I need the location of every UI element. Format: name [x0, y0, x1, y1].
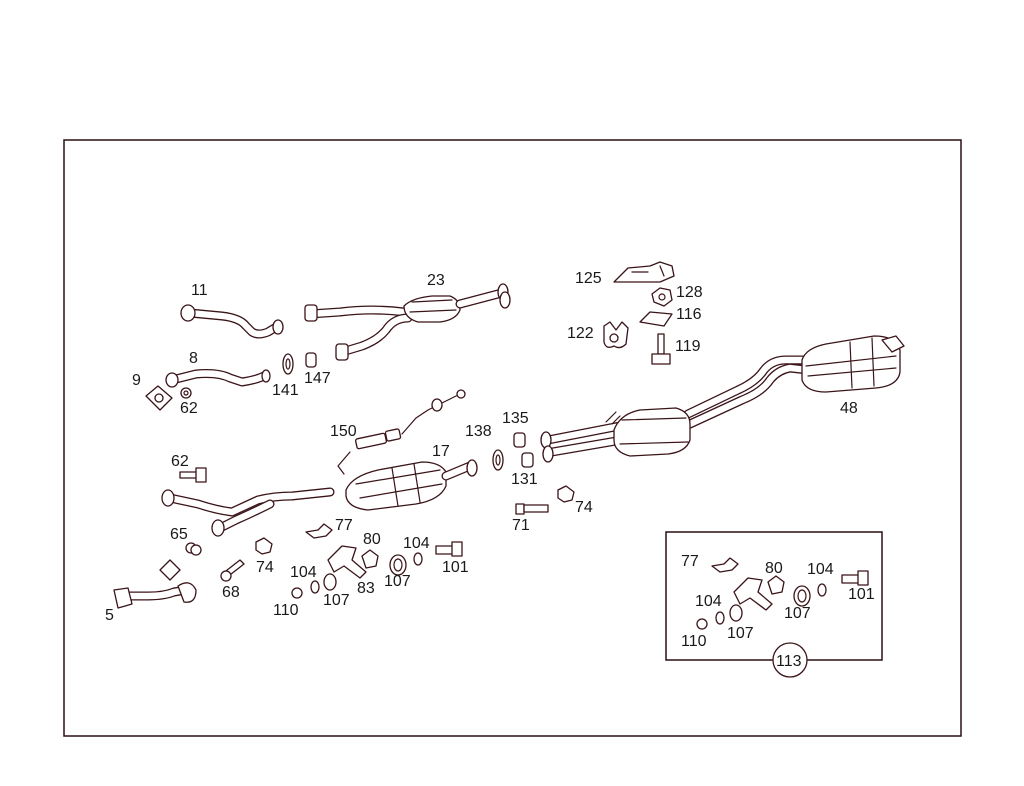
part-65-nut[interactable]	[185, 542, 202, 556]
label-48: 48	[840, 400, 858, 417]
inset-label-77: 77	[681, 553, 699, 570]
part-62-bolt-lower[interactable]	[179, 467, 207, 483]
part-71-bolt[interactable]	[515, 503, 549, 515]
label-104: 104	[403, 535, 430, 552]
label-8: 8	[189, 350, 198, 367]
inset-label-107-right: 107	[784, 605, 811, 622]
label-107-lower: 107	[323, 592, 350, 609]
part-122-hanger[interactable]	[603, 321, 629, 349]
part-147-ring[interactable]	[305, 352, 317, 368]
part-101-bolt[interactable]	[435, 541, 463, 557]
label-119: 119	[675, 338, 701, 355]
label-83: 83	[357, 580, 375, 597]
part-68-bolt[interactable]	[220, 559, 245, 582]
inset-113-badge	[772, 642, 808, 678]
label-5: 5	[105, 607, 114, 624]
label-62-lower: 62	[171, 453, 189, 470]
part-107b-rubber-mount[interactable]	[323, 573, 337, 591]
part-104b-washer[interactable]	[310, 580, 320, 594]
inset-label-104-upper: 104	[807, 561, 834, 578]
center-muffler-pipe[interactable]	[540, 407, 691, 463]
part-5-downpipe[interactable]	[113, 559, 197, 609]
label-135: 135	[502, 410, 529, 427]
label-11: 11	[191, 282, 208, 299]
inset-label-104-lower: 104	[695, 593, 722, 610]
label-74-left: 74	[256, 559, 274, 576]
label-104-lower: 104	[290, 564, 317, 581]
part-131-ring[interactable]	[521, 452, 534, 468]
part-48-rear-muffler[interactable]	[683, 335, 905, 429]
part-128-nut[interactable]	[651, 287, 673, 307]
label-125: 125	[575, 270, 602, 287]
part-77-clip[interactable]	[305, 523, 333, 539]
label-110: 110	[273, 602, 299, 619]
label-122: 122	[567, 325, 594, 342]
part-116-clip[interactable]	[639, 311, 673, 327]
part-135-ring[interactable]	[513, 432, 526, 448]
part-23-catalytic-y-pipe[interactable]	[304, 283, 511, 361]
label-62-upper: 62	[180, 400, 198, 417]
part-141-gasket[interactable]	[282, 353, 294, 375]
label-80: 80	[363, 531, 381, 548]
inset-label-80: 80	[765, 560, 783, 577]
part-80-nut[interactable]	[361, 549, 379, 569]
label-23: 23	[427, 272, 445, 289]
label-116: 116	[676, 306, 702, 323]
part-104-washer[interactable]	[413, 552, 423, 566]
part-74-nut-left[interactable]	[255, 537, 273, 555]
label-65: 65	[170, 526, 188, 543]
part-110-nut[interactable]	[291, 587, 303, 599]
label-131: 131	[511, 471, 538, 488]
inset-label-107-left: 107	[727, 625, 754, 642]
part-125-bracket[interactable]	[613, 261, 675, 283]
label-68: 68	[222, 584, 240, 601]
label-107: 107	[384, 573, 411, 590]
label-71: 71	[512, 517, 530, 534]
label-147: 147	[304, 370, 331, 387]
label-101: 101	[442, 559, 469, 576]
label-128: 128	[676, 284, 703, 301]
label-150: 150	[330, 423, 357, 440]
label-17: 17	[432, 443, 450, 460]
part-17-front-catalyst[interactable]	[161, 459, 478, 537]
part-8-pipe[interactable]	[165, 369, 271, 388]
part-83-bracket[interactable]	[327, 545, 367, 579]
callout-labels: 11 23 125 128 116 122 119 8 9 62 141 147…	[105, 270, 875, 670]
inset-label-110: 110	[681, 633, 707, 650]
part-11-front-pipe[interactable]	[180, 304, 284, 339]
label-141: 141	[272, 382, 299, 399]
part-9-flange[interactable]	[145, 385, 173, 411]
part-150-oxygen-sensor[interactable]	[337, 389, 466, 475]
label-138: 138	[465, 423, 492, 440]
inset-label-101: 101	[848, 586, 875, 603]
part-74-nut-right[interactable]	[557, 485, 575, 503]
label-77: 77	[335, 517, 353, 534]
label-74-right: 74	[575, 499, 593, 516]
part-107-rubber-mount[interactable]	[389, 554, 407, 576]
part-138-gasket[interactable]	[492, 449, 504, 471]
label-9: 9	[132, 372, 141, 389]
inset-label-113: 113	[776, 653, 802, 670]
part-119-bolt[interactable]	[651, 333, 671, 365]
diagram-frame	[63, 139, 962, 737]
inset-113-mounting-kit[interactable]	[665, 531, 883, 678]
part-62-nut-upper[interactable]	[180, 387, 192, 399]
